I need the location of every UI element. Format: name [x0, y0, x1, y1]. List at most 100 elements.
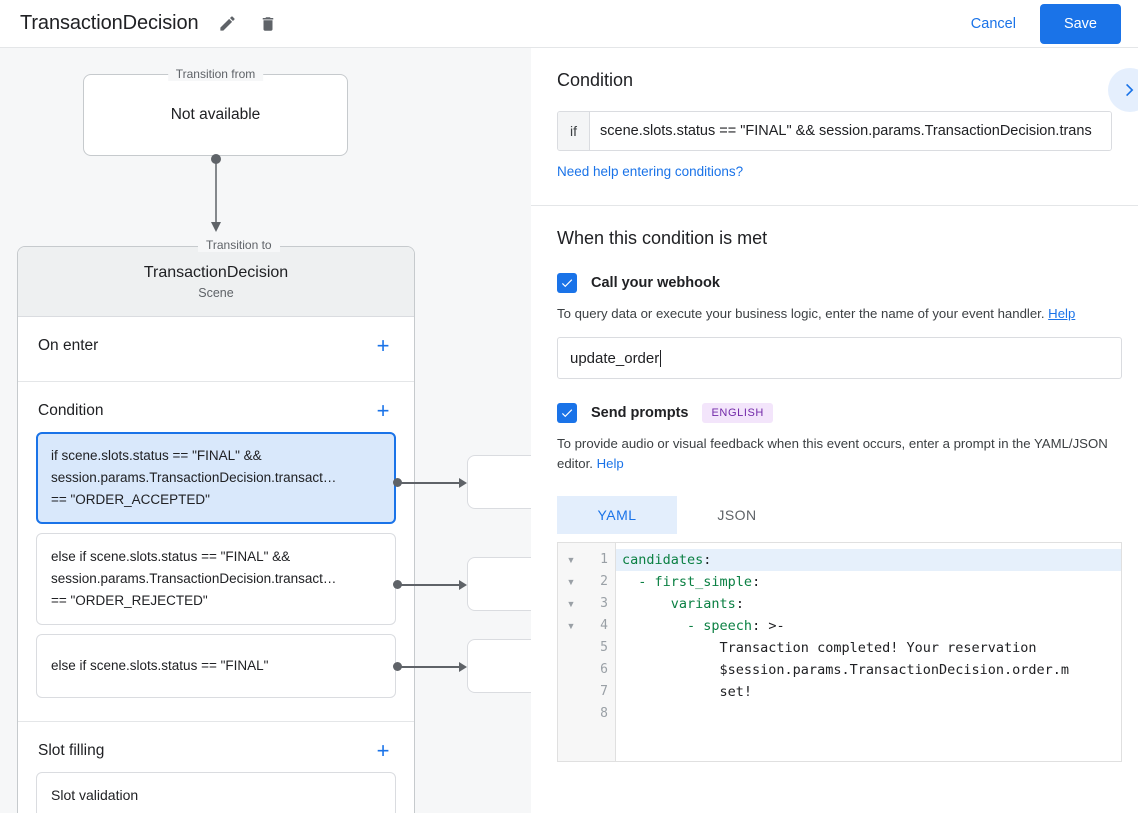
- scene-card: TransactionDecision Scene On enter + Con…: [17, 246, 415, 813]
- condition-input-group[interactable]: if scene.slots.status == "FINAL" && sess…: [557, 111, 1112, 151]
- edge-line-2: [400, 584, 464, 586]
- details-panel: Condition if scene.slots.status == "FINA…: [531, 48, 1138, 813]
- line-number: 3: [600, 596, 608, 611]
- section-on-enter: On enter +: [18, 317, 414, 382]
- fold-toggle-icon: [558, 681, 584, 703]
- yaml-code-editor[interactable]: ▼ ▼ ▼ ▼ 1 2 3 4 5 6 7 8 candidates:: [557, 542, 1122, 762]
- plus-icon-on-enter[interactable]: +: [376, 333, 390, 358]
- section-slot-filling: Slot filling + Slot validation: [18, 722, 414, 813]
- condition-list-item-1[interactable]: if scene.slots.status == "FINAL" && sess…: [36, 432, 396, 524]
- fold-toggle-icon[interactable]: ▼: [566, 599, 576, 609]
- scene-header: TransactionDecision Scene: [18, 247, 414, 317]
- connector-arrow-down: [211, 154, 221, 232]
- cancel-button[interactable]: Cancel: [959, 8, 1028, 40]
- section-header-condition: Condition +: [18, 382, 414, 432]
- edge-arrow-3: [459, 662, 467, 672]
- webhook-checkbox-label: Call your webhook: [591, 275, 720, 291]
- code-line-numbers: 1 2 3 4 5 6 7 8: [584, 543, 616, 761]
- send-prompts-helper-sentence: To provide audio or visual feedback when…: [557, 436, 1108, 471]
- send-prompts-label: Send prompts: [591, 405, 689, 421]
- scene-name: TransactionDecision: [143, 263, 289, 281]
- webhook-checkbox-row: Call your webhook: [557, 273, 1112, 293]
- code-line: variants:: [670, 596, 744, 612]
- code-line: - first_simple:: [638, 574, 761, 590]
- page-title: TransactionDecision: [20, 12, 199, 34]
- code-fold-gutter: ▼ ▼ ▼ ▼: [558, 543, 584, 761]
- send-prompts-checkbox[interactable]: [557, 403, 577, 423]
- webhook-help-link[interactable]: Help: [1048, 306, 1076, 321]
- line-number: 1: [600, 552, 608, 567]
- slot-validation-item[interactable]: Slot validation: [36, 772, 396, 813]
- language-badge: ENGLISH: [702, 403, 773, 423]
- code-line: candidates:: [616, 549, 1121, 571]
- webhook-handler-value: update_order: [570, 349, 660, 367]
- section-title-condition: Condition: [38, 402, 104, 419]
- section-header-on-enter: On enter +: [18, 317, 414, 367]
- code-line: set!: [622, 684, 753, 700]
- plus-icon-condition[interactable]: +: [376, 398, 390, 423]
- send-prompts-helper-text: To provide audio or visual feedback when…: [557, 434, 1112, 474]
- webhook-helper-sentence: To query data or execute your business l…: [557, 306, 1045, 321]
- when-condition-met-heading: When this condition is met: [557, 228, 768, 248]
- line-number: 5: [600, 640, 608, 655]
- condition-help-link[interactable]: Need help entering conditions?: [557, 164, 744, 179]
- fold-toggle-icon[interactable]: ▼: [566, 577, 576, 587]
- top-app-bar: TransactionDecision Cancel Save: [0, 0, 1138, 48]
- webhook-handler-input[interactable]: update_order: [557, 337, 1122, 379]
- fold-toggle-icon: [558, 659, 584, 681]
- tab-json[interactable]: JSON: [717, 507, 757, 523]
- pencil-icon[interactable]: [217, 13, 239, 35]
- transition-target-node-1[interactable]: [467, 455, 531, 509]
- transition-target-node-2[interactable]: [467, 557, 531, 611]
- edge-line-1: [400, 482, 464, 484]
- transition-to-legend: Transition to: [198, 238, 280, 252]
- condition-line: session.params.TransactionDecision.trans…: [51, 470, 337, 485]
- section-header-slot-filling: Slot filling +: [18, 722, 414, 772]
- trash-icon[interactable]: [257, 13, 279, 35]
- condition-line: == "ORDER_REJECTED": [51, 593, 208, 608]
- condition-line: if scene.slots.status == "FINAL" &&: [51, 448, 262, 463]
- edge-line-3: [400, 666, 464, 668]
- condition-line: else if scene.slots.status == "FINAL": [51, 658, 269, 673]
- webhook-helper-text: To query data or execute your business l…: [557, 304, 1112, 324]
- condition-line: session.params.TransactionDecision.trans…: [51, 571, 337, 586]
- fold-toggle-icon[interactable]: ▼: [566, 555, 576, 565]
- line-number: 7: [600, 684, 608, 699]
- save-button[interactable]: Save: [1039, 3, 1121, 44]
- send-prompts-help-link[interactable]: Help: [596, 456, 624, 471]
- transition-from-legend: Transition from: [167, 67, 264, 81]
- code-line: $session.params.TransactionDecision.orde…: [622, 662, 1070, 678]
- if-prefix-label: if: [558, 112, 590, 150]
- condition-line: else if scene.slots.status == "FINAL" &&: [51, 549, 291, 564]
- section-condition: Condition + if scene.slots.status == "FI…: [18, 382, 414, 722]
- fold-toggle-icon[interactable]: ▼: [566, 621, 576, 631]
- plus-icon-slot-filling[interactable]: +: [376, 738, 390, 763]
- send-prompts-checkbox-row: Send prompts ENGLISH: [557, 403, 1112, 423]
- section-title-on-enter: On enter: [38, 337, 99, 354]
- code-line: Transaction completed! Your reservation: [622, 640, 1037, 656]
- fold-toggle-icon: [558, 637, 584, 659]
- condition-section: Condition if scene.slots.status == "FINA…: [531, 48, 1138, 206]
- edge-arrow-1: [459, 478, 467, 488]
- tab-yaml[interactable]: YAML: [557, 496, 677, 534]
- flow-canvas[interactable]: Transition from Not available Transition…: [0, 48, 531, 813]
- code-line: [616, 703, 1121, 725]
- line-number: 8: [600, 706, 608, 721]
- text-caret: [660, 349, 662, 367]
- webhook-checkbox[interactable]: [557, 273, 577, 293]
- edge-dot-3: [393, 662, 402, 671]
- line-number: 4: [600, 618, 608, 633]
- transition-from-value: Not available: [170, 106, 261, 123]
- transition-target-node-3[interactable]: [467, 639, 531, 693]
- line-number: 2: [600, 574, 608, 589]
- code-line: - speech: >-: [687, 618, 785, 634]
- condition-list-item-2[interactable]: else if scene.slots.status == "FINAL" &&…: [36, 533, 396, 625]
- edge-arrow-2: [459, 580, 467, 590]
- code-text-area[interactable]: candidates: - first_simple: variants: - …: [616, 543, 1121, 761]
- condition-expression-input[interactable]: scene.slots.status == "FINAL" && session…: [590, 112, 1111, 150]
- condition-list-item-3[interactable]: else if scene.slots.status == "FINAL": [36, 634, 396, 698]
- when-condition-met-section: When this condition is met Call your web…: [531, 206, 1138, 762]
- edge-dot-1: [393, 478, 402, 487]
- chevron-right-icon[interactable]: [1108, 68, 1138, 112]
- edge-dot-2: [393, 580, 402, 589]
